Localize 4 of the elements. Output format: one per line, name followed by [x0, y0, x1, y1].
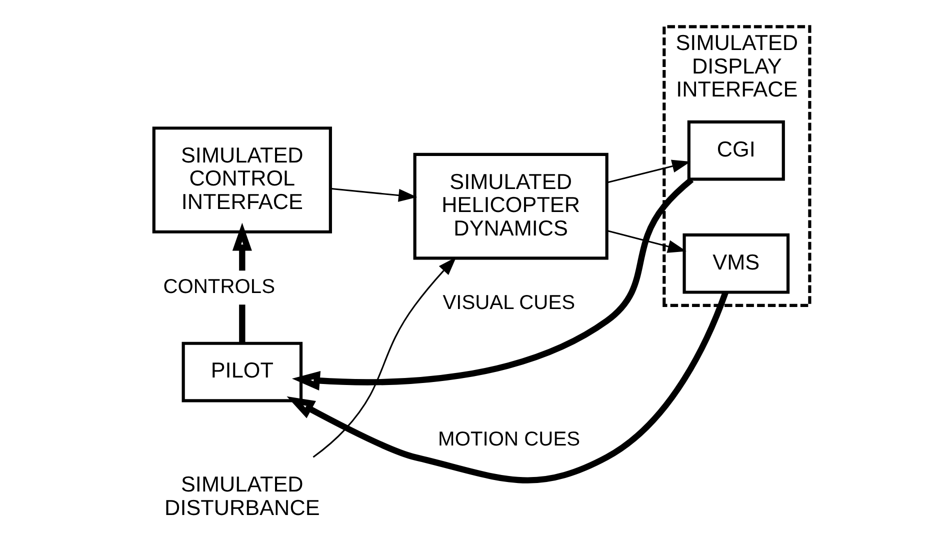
node-text: SIMULATED DISTURBANCE — [164, 472, 320, 520]
edge-label: VISUAL CUES — [442, 292, 575, 314]
edge-label: MOTION CUES — [438, 428, 580, 450]
edge-label: CONTROLS — [162, 276, 275, 298]
